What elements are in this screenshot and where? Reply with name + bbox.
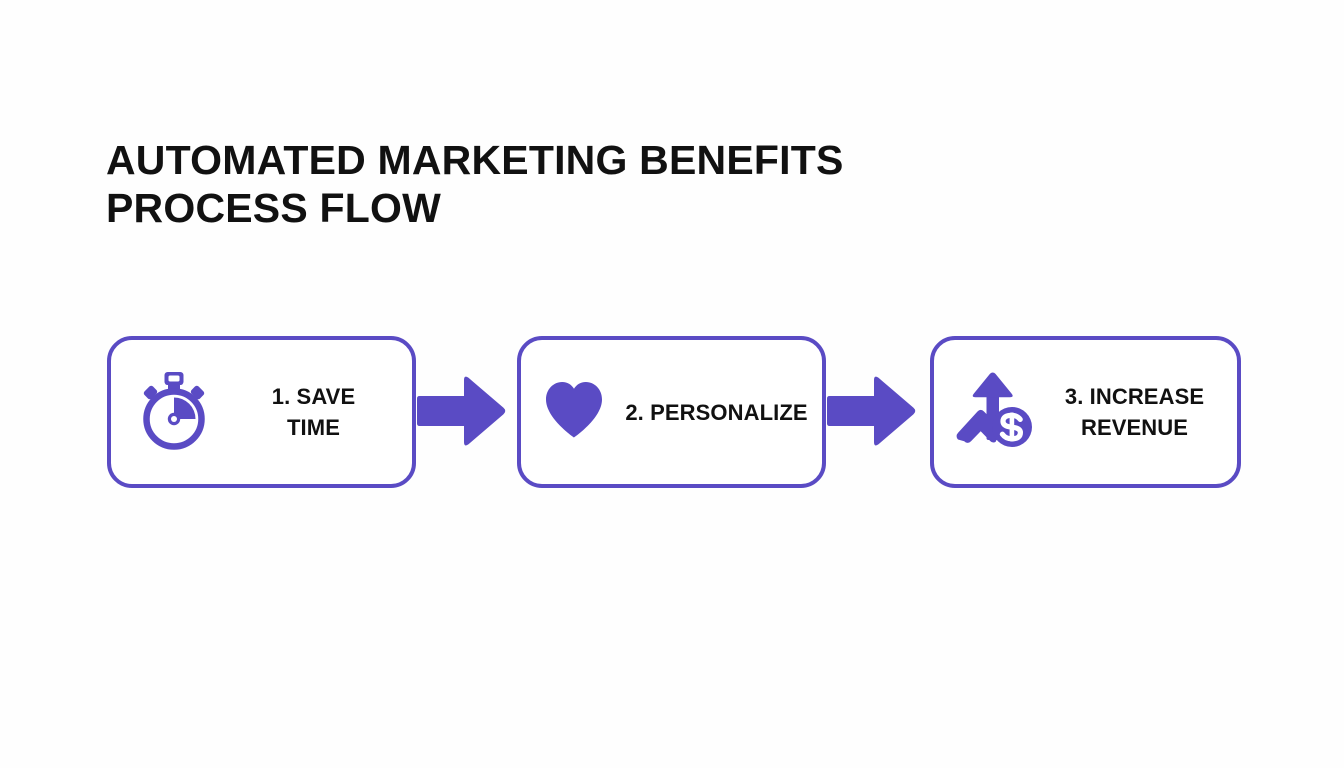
growth-dollar-icon (954, 370, 1034, 455)
step-label-line-1: 3. INCREASE (1064, 384, 1205, 409)
process-flow-row: 1. SAVE TIME 2. PERSONALIZE (0, 336, 1344, 494)
arrow-right-icon (827, 374, 917, 455)
step-card-increase-revenue[interactable]: 3. INCREASE REVENUE (930, 336, 1241, 488)
step-label-line-1: 1. SAVE (271, 384, 356, 409)
page-title: AUTOMATED MARKETING BENEFITS PROCESS FLO… (106, 136, 1006, 232)
heart-icon (543, 380, 605, 445)
step-label-line-2: REVENUE (1080, 415, 1189, 440)
page-title-line-1: AUTOMATED MARKETING BENEFITS (106, 137, 844, 183)
step-label-line-1: 2. PERSONALIZE (625, 399, 808, 425)
arrow-right-icon (417, 374, 507, 455)
page-title-line-2: PROCESS FLOW (106, 185, 441, 231)
step-label-line-2: TIME (287, 415, 340, 440)
step-card-personalize[interactable]: 2. PERSONALIZE (517, 336, 826, 488)
step-card-save-time[interactable]: 1. SAVE TIME (107, 336, 416, 488)
step-label-personalize: 2. PERSONALIZE (605, 397, 822, 428)
step-label-save-time: 1. SAVE TIME (213, 381, 412, 443)
stopwatch-icon (135, 370, 213, 455)
step-label-increase-revenue: 3. INCREASE REVENUE (1034, 381, 1237, 443)
